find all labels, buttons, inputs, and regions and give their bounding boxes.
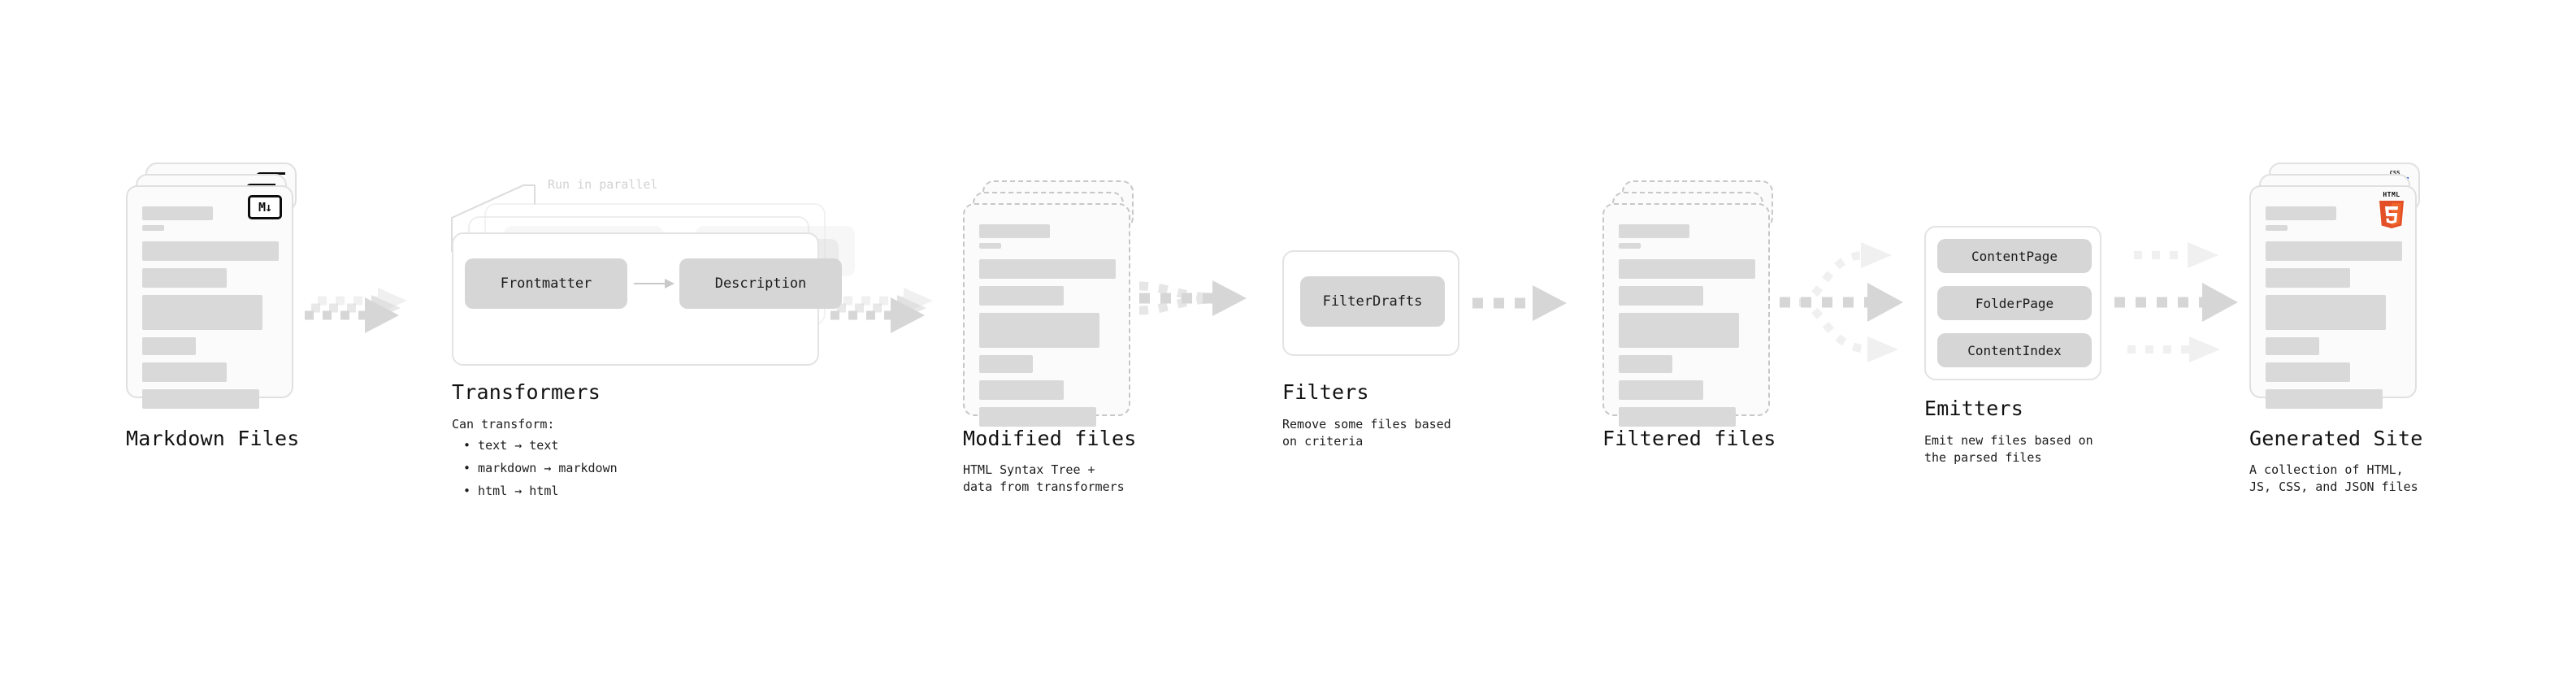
- placeholder-bar: [2266, 206, 2337, 220]
- transformer-card-front: Frontmatter Description: [452, 232, 842, 366]
- generated-site-stack: CSS HTML: [2249, 163, 2420, 409]
- transformer-pill-frontmatter[interactable]: Frontmatter: [465, 258, 627, 309]
- label-markdown-files: Markdown Files: [126, 427, 300, 450]
- modified-files-subtitle: HTML Syntax Tree + data from transformer…: [963, 462, 1125, 494]
- filters-subtitle: Remove some files based on criteria: [1282, 417, 1451, 449]
- annotation-run-in-parallel: Run in parallel: [548, 177, 658, 192]
- placeholder-bar: [2266, 389, 2383, 409]
- transformers-caption-heading: Can transform:: [452, 417, 555, 432]
- generated-site-subtitle: A collection of HTML, JS, CSS, and JSON …: [2249, 462, 2418, 494]
- placeholder-bar: [142, 389, 260, 409]
- filtered-card-front: [1602, 203, 1770, 427]
- transformer-pill-description[interactable]: Description: [679, 258, 842, 309]
- placeholder-bar: [1619, 380, 1704, 400]
- transformers-bullet-1: • markdown → markdown: [463, 461, 618, 475]
- label-filtered-files: Filtered files: [1602, 427, 1776, 450]
- emitters-subtitle: Emit new files based on the parsed files: [1924, 433, 2093, 465]
- label-emitters: Emitters: [1924, 397, 2024, 420]
- arrow-transformers-to-modified: [830, 244, 977, 358]
- markdown-file-stack: M↓ M↓ M↓: [126, 163, 297, 409]
- emitter-pill-folderpage[interactable]: FolderPage: [1937, 286, 2092, 320]
- arrow-markdown-to-transformers: [305, 244, 451, 358]
- placeholder-bar: [979, 286, 1065, 306]
- placeholder-bar: [2266, 241, 2402, 261]
- arrow-emitters-to-site: [2114, 226, 2269, 380]
- placeholder-lines: [979, 224, 1116, 434]
- label-modified-files: Modified files: [963, 427, 1137, 450]
- generated-card-front: HTML: [2249, 185, 2417, 409]
- stage-transformers: Run in parallel Frontmatter: [451, 177, 855, 366]
- stage-filtered-files: [1602, 180, 1773, 427]
- transformers-bullet-0: • text → text: [463, 438, 559, 453]
- transformer-card-stack: Frontmatter Description: [452, 203, 855, 366]
- placeholder-bar: [142, 206, 214, 220]
- placeholder-bar: [2266, 268, 2351, 288]
- placeholder-bar: [142, 362, 228, 382]
- placeholder-bar: [979, 224, 1051, 238]
- html5-icon: HTML: [2378, 192, 2405, 230]
- modified-card-front: [963, 203, 1130, 427]
- placeholder-bar: [142, 295, 262, 330]
- transformers-bullet-2: • html → html: [463, 484, 559, 498]
- placeholder-bar: [2266, 225, 2288, 231]
- placeholder-lines: [1619, 224, 1755, 434]
- placeholder-bar: [142, 225, 164, 231]
- placeholder-lines: [2266, 206, 2402, 416]
- placeholder-bar: [979, 313, 1099, 348]
- placeholder-bar: [1619, 407, 1737, 427]
- placeholder-bar: [142, 268, 228, 288]
- arrow-filtered-to-emitters: [1780, 226, 1934, 380]
- placeholder-bar: [142, 241, 279, 261]
- placeholder-bar: [979, 243, 1001, 249]
- transformer-inner-arrow: [634, 279, 674, 288]
- filter-pill-filterdrafts[interactable]: FilterDrafts: [1300, 276, 1445, 327]
- stage-emitters-box: ContentPage FolderPage ContentIndex: [1924, 226, 2101, 380]
- stage-filters-box: FilterDrafts: [1282, 250, 1459, 356]
- placeholder-bar: [2266, 337, 2319, 355]
- placeholder-bar: [1619, 286, 1704, 306]
- placeholder-bar: [979, 355, 1033, 373]
- placeholder-bar: [2266, 295, 2386, 330]
- placeholder-bar: [979, 259, 1116, 279]
- markdown-icon: M↓: [248, 195, 282, 219]
- placeholder-bar: [1619, 224, 1690, 238]
- stage-markdown-files: M↓ M↓ M↓: [126, 163, 297, 409]
- stage-generated-site: CSS HTML: [2249, 163, 2420, 409]
- placeholder-bar: [1619, 259, 1755, 279]
- placeholder-bar: [979, 407, 1097, 427]
- placeholder-bar: [142, 337, 196, 355]
- placeholder-bar: [2266, 362, 2351, 382]
- label-transformers: Transformers: [452, 380, 601, 404]
- emitter-pill-contentpage[interactable]: ContentPage: [1937, 239, 2092, 273]
- markdown-card-front: M↓: [126, 185, 293, 409]
- placeholder-bar: [1619, 243, 1641, 249]
- run-in-parallel-leader: [451, 184, 536, 252]
- arrow-modified-to-filters: [1138, 244, 1292, 349]
- filtered-file-stack: [1602, 180, 1773, 427]
- label-filters: Filters: [1282, 380, 1369, 404]
- placeholder-bar: [979, 380, 1065, 400]
- placeholder-lines: [142, 206, 279, 416]
- emitter-pill-contentindex[interactable]: ContentIndex: [1937, 333, 2092, 367]
- label-generated-site: Generated Site: [2249, 427, 2423, 450]
- placeholder-bar: [1619, 313, 1739, 348]
- arrow-filters-to-filtered: [1472, 244, 1611, 358]
- modified-file-stack: [963, 180, 1134, 427]
- stage-modified-files: [963, 180, 1134, 427]
- placeholder-bar: [1619, 355, 1672, 373]
